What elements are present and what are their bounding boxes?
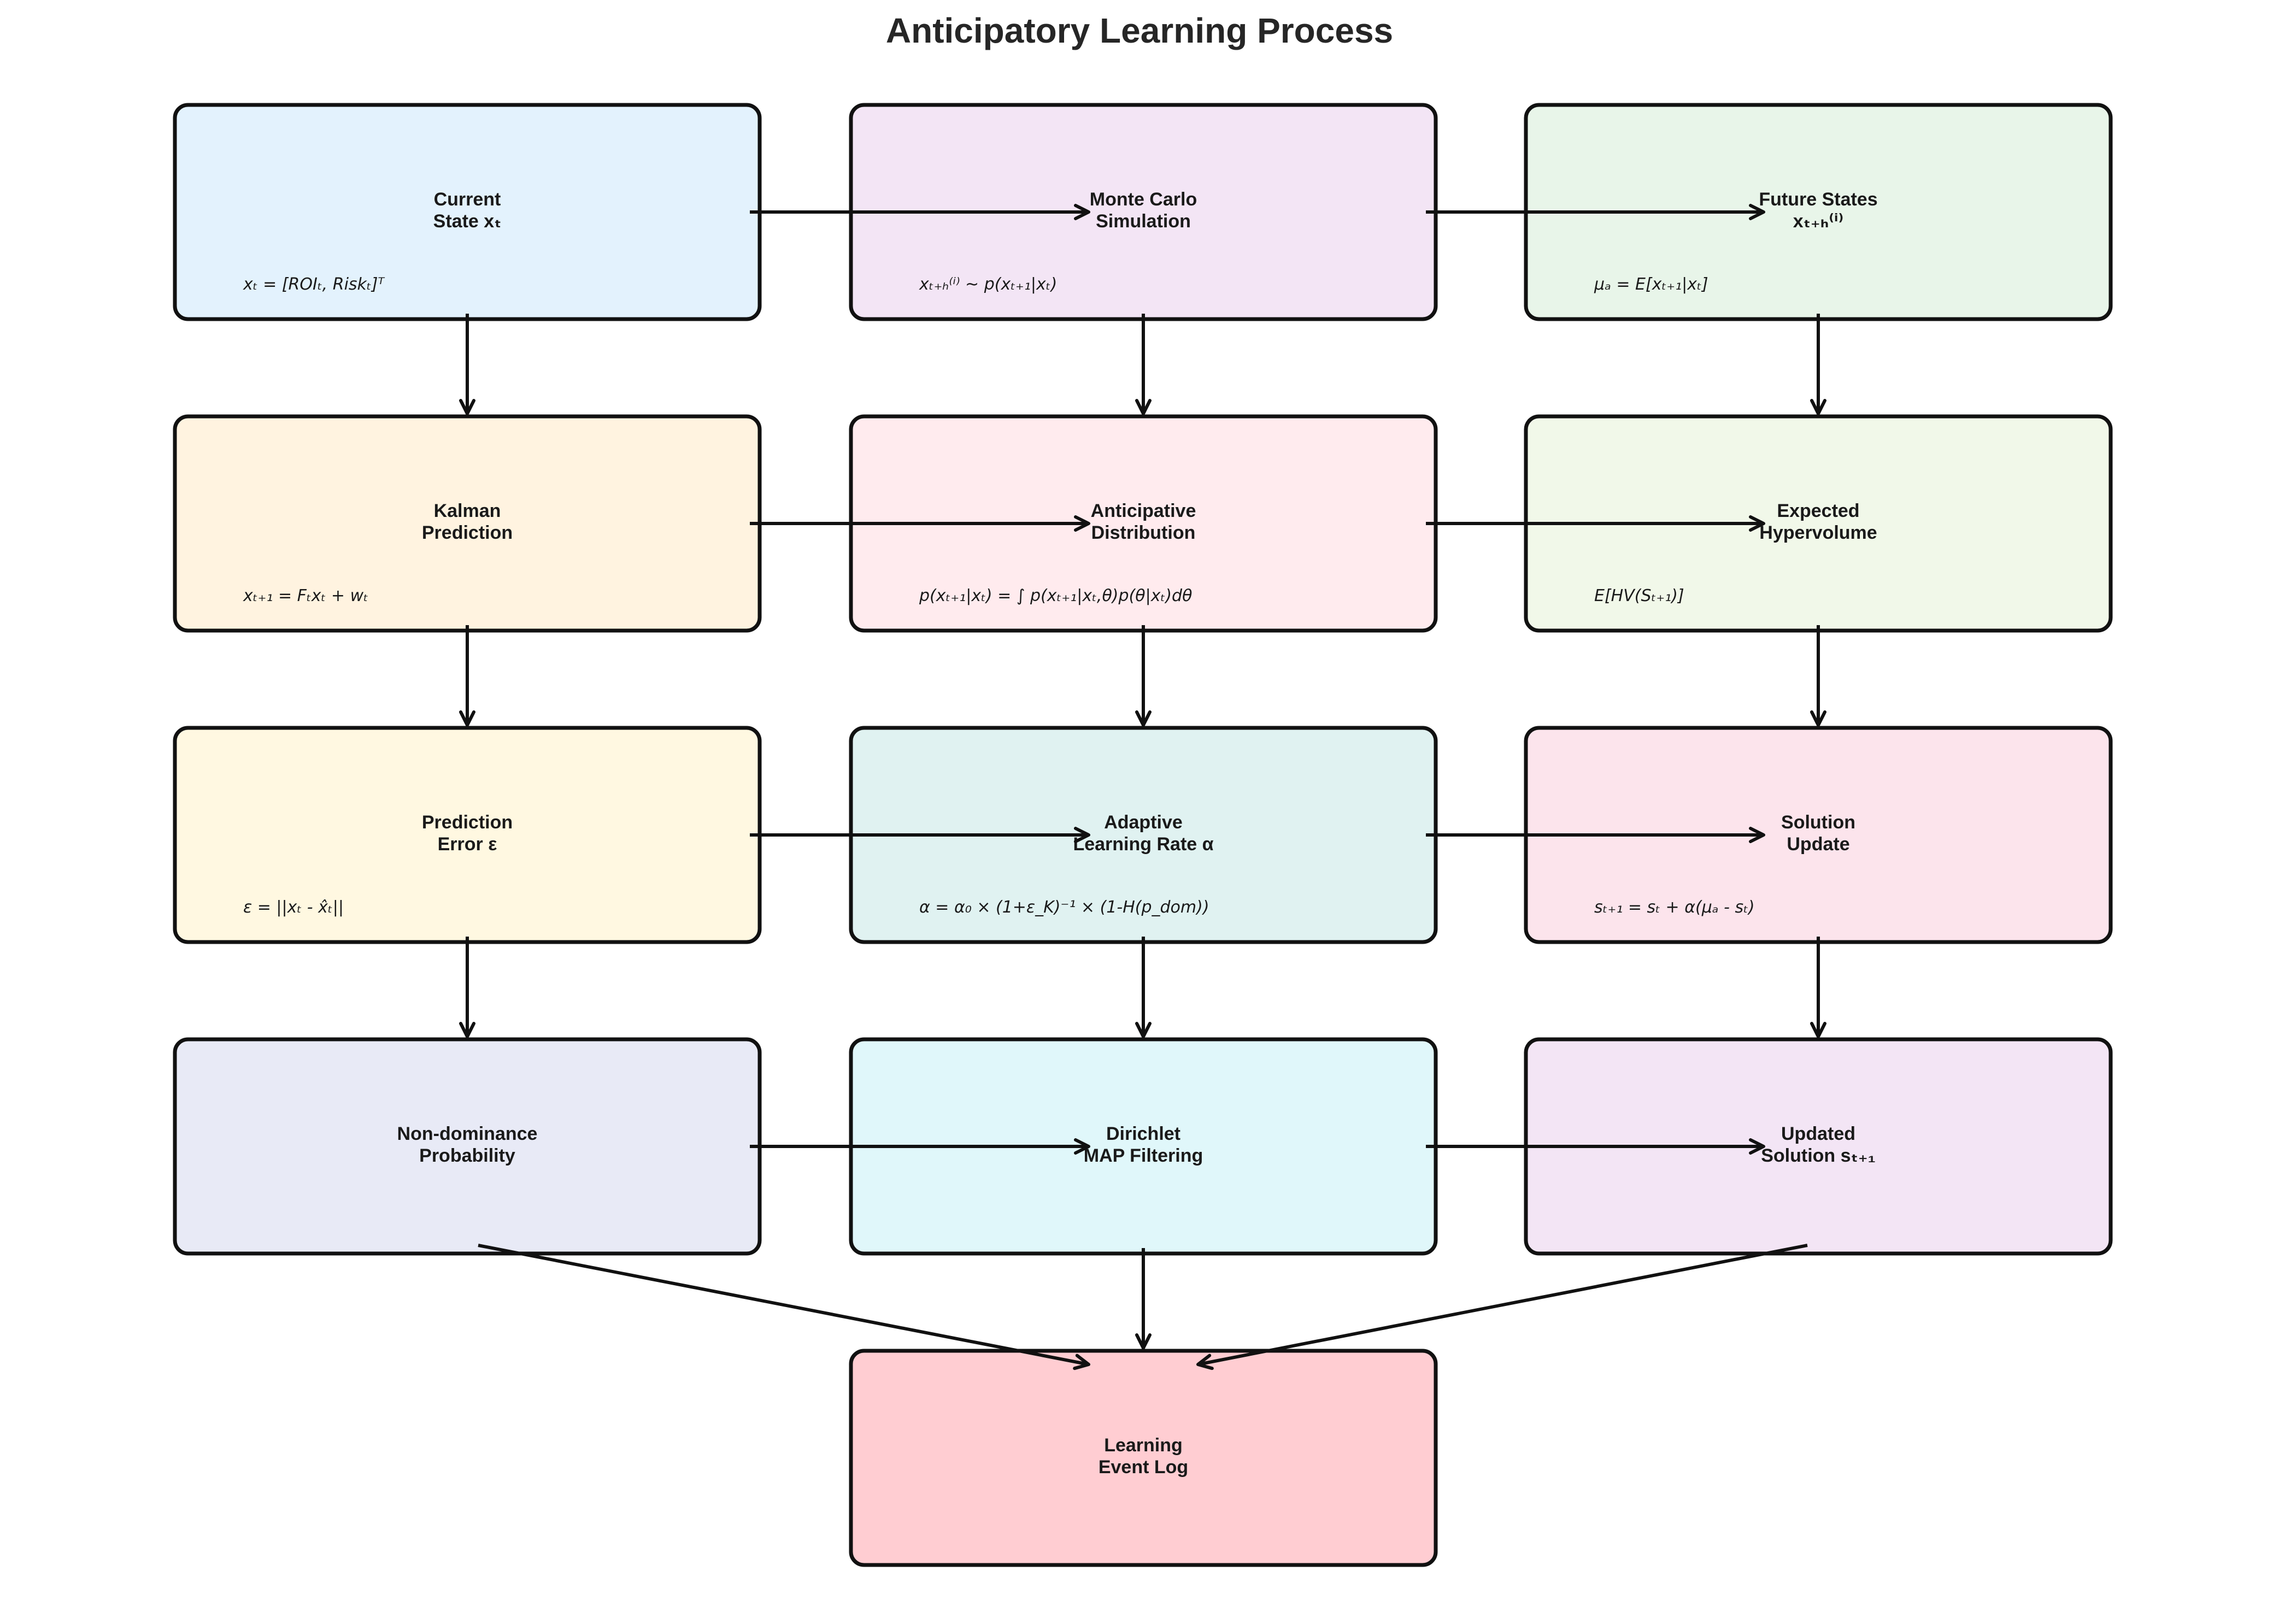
node-label-line: Distribution — [1091, 522, 1196, 543]
node-label-line: Hypervolume — [1759, 522, 1877, 543]
node-label-line: Monte Carlo — [1090, 189, 1197, 210]
node-label-line: Current — [434, 189, 501, 210]
node-label-line: Adaptive — [1104, 812, 1183, 833]
node-label-line: Future States — [1759, 189, 1877, 210]
node-label-line: Prediction — [422, 522, 513, 543]
node-label-line: Learning Rate α — [1073, 834, 1213, 855]
node-label-line: Probability — [419, 1145, 515, 1166]
node-box — [849, 1349, 1438, 1567]
node-label-line: MAP Filtering — [1084, 1145, 1203, 1166]
node-label-line: Error ε — [438, 834, 497, 855]
node-formula: α = α₀ × (1+ε_K)⁻¹ × (1-H(p_dom)) — [919, 898, 1209, 917]
node-label-line: Solution — [1781, 812, 1855, 833]
node-label-line: Solution sₜ₊₁ — [1761, 1145, 1876, 1166]
node-label-line: Anticipative — [1091, 501, 1196, 521]
node-label-line: Non-dominance — [397, 1123, 538, 1144]
edges-layer — [459, 204, 1826, 1370]
node-label-line: Learning — [1104, 1435, 1183, 1456]
edge-arrow-non-dominance-probability-to-learning-event-log — [478, 1244, 1090, 1370]
diagram-title: Anticipatory Learning Process — [886, 11, 1393, 50]
node-formula: sₜ₊₁ = sₜ + α(μₐ - sₜ) — [1594, 898, 1755, 917]
node-formula: ε = ||xₜ - x̂ₜ|| — [243, 898, 344, 917]
node-formula: xₜ = [ROIₜ, Riskₜ]ᵀ — [243, 275, 385, 294]
node-label-line: Prediction — [422, 812, 513, 833]
node-label-line: Event Log — [1099, 1457, 1188, 1478]
node-formula: p(xₜ₊₁|xₜ) = ∫ p(xₜ₊₁|xₜ,θ)p(θ|xₜ)dθ — [919, 586, 1192, 605]
node-label-line: xₜ₊ₕ⁽ⁱ⁾ — [1793, 211, 1844, 232]
node-label-line: Dirichlet — [1106, 1123, 1180, 1144]
node-label-line: State xₜ — [433, 211, 502, 232]
node-label-line: Update — [1787, 834, 1849, 855]
node-label-line: Updated — [1781, 1123, 1855, 1144]
node-label-line: Kalman — [434, 501, 501, 521]
node-formula: E[HV(Sₜ₊₁)] — [1594, 586, 1684, 605]
edge-arrow-updated-solution-to-learning-event-log — [1196, 1244, 1808, 1370]
node-formula: μₐ = E[xₜ₊₁|xₜ] — [1594, 275, 1708, 294]
node-formula: xₜ₊ₕ⁽ⁱ⁾ ~ p(xₜ₊₁|xₜ) — [919, 275, 1057, 294]
node-label-line: Simulation — [1096, 211, 1191, 232]
node-formula: xₜ₊₁ = Fₜxₜ + wₜ — [243, 586, 368, 605]
node-label-line: Expected — [1777, 501, 1859, 521]
